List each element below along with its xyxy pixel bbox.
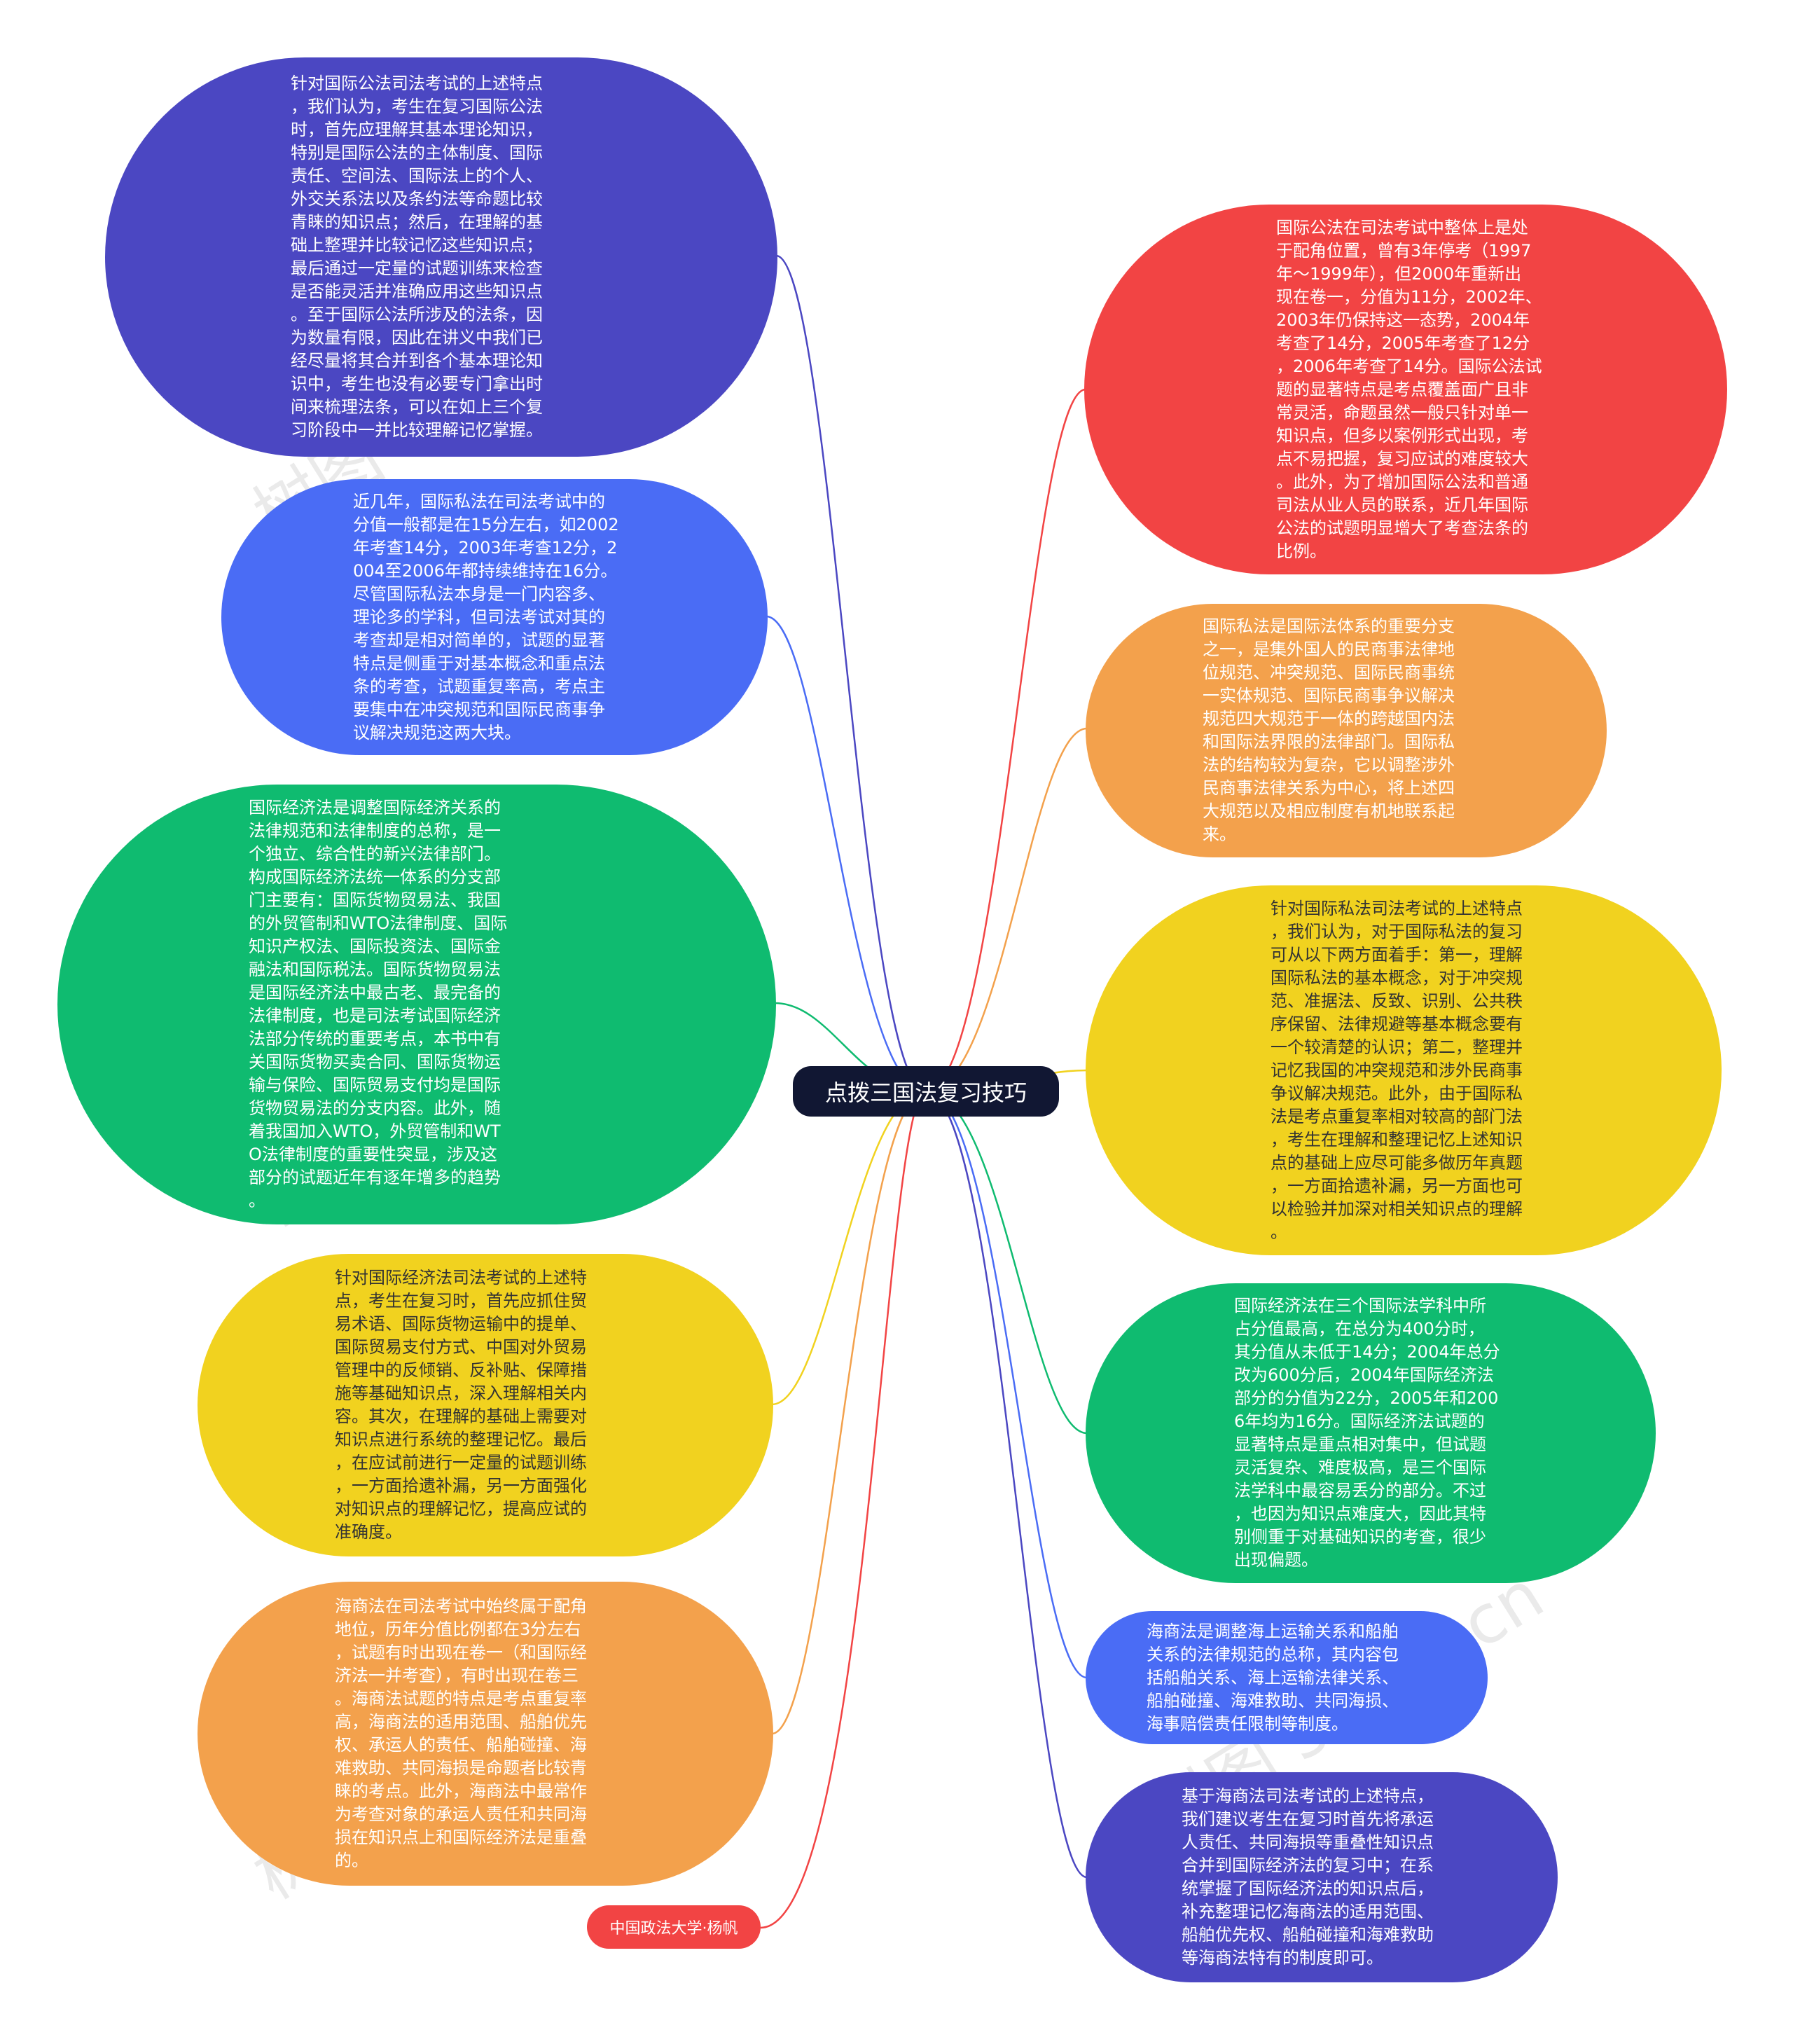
topic-node-maritime-law-exam-stats[interactable]: 海商法在司法考试中始终属于配角 地位，历年分值比例都在3分左右 ，试题有时出现在… — [198, 1582, 773, 1886]
connector-L1 — [775, 254, 927, 1093]
topic-node-economic-law-study-method[interactable]: 针对国际经济法司法考试的上述特 点，考生在复习时，首先应抓住贸 易术语、国际货物… — [198, 1254, 773, 1556]
topic-node-text: 海商法是调整海上运输关系和船舶 关系的法律规范的总称，其内容包 括船舶关系、海上… — [1147, 1621, 1399, 1734]
author-tag-label: 中国政法大学·杨帆 — [609, 1920, 738, 1938]
topic-node-text: 国际经济法是调整国际经济关系的 法律规范和法律制度的总称，是一 个独立、综合性的… — [249, 798, 508, 1210]
topic-node-economic-law-overview[interactable]: 国际经济法是调整国际经济关系的 法律规范和法律制度的总称，是一 个独立、综合性的… — [57, 785, 776, 1224]
topic-node-text: 针对国际私法司法考试的上述特点 ，我们认为，对于国际私法的复习 可从以下两方面着… — [1271, 898, 1523, 1242]
connector-R1 — [925, 388, 1086, 1093]
topic-node-maritime-law-overview[interactable]: 海商法是调整海上运输关系和船舶 关系的法律规范的总称，其内容包 括船舶关系、海上… — [1086, 1611, 1488, 1744]
connector-author-tag — [760, 1090, 927, 1929]
topic-node-maritime-law-study-method[interactable]: 基于海商法司法考试的上述特点， 我们建议考生在复习时首先将承运 人责任、共同海损… — [1086, 1772, 1558, 1982]
connector-L4 — [771, 1090, 927, 1406]
topic-node-text: 国际私法是国际法体系的重要分支 之一，是集外国人的民商事法律地 位规范、冲突规范… — [1203, 616, 1455, 844]
topic-node-public-law-study-method[interactable]: 针对国际公法司法考试的上述特点 ，我们认为，考生在复习国际公法 时，首先应理解其… — [105, 57, 777, 457]
connector-R5 — [925, 1090, 1088, 1679]
topic-node-text: 基于海商法司法考试的上述特点， 我们建议考生在复习时首先将承运 人责任、共同海损… — [1182, 1786, 1434, 1968]
connector-L5 — [771, 1090, 927, 1735]
topic-node-text: 国际经济法在三个国际法学科中所 占分值最高，在总分为400分时， 其分值从未低于… — [1234, 1296, 1500, 1570]
topic-node-text: 海商法在司法考试中始终属于配角 地位，历年分值比例都在3分左右 ，试题有时出现在… — [335, 1596, 587, 1870]
topic-node-economic-law-exam-stats[interactable]: 国际经济法在三个国际法学科中所 占分值最高，在总分为400分时， 其分值从未低于… — [1086, 1283, 1656, 1583]
topic-node-text: 近几年，国际私法在司法考试中的 分值一般都是在15分左右，如2002 年考查14… — [353, 491, 619, 743]
topic-node-private-law-exam-stats[interactable]: 近几年，国际私法在司法考试中的 分值一般都是在15分左右，如2002 年考查14… — [221, 479, 768, 755]
topic-node-public-law-exam-stats[interactable]: 国际公法在司法考试中整体上是处 于配角位置，曾有3年停考（1997 年～1999… — [1084, 205, 1727, 574]
topic-node-text: 针对国际公法司法考试的上述特点 ，我们认为，考生在复习国际公法 时，首先应理解其… — [291, 74, 543, 440]
connector-R6 — [925, 1090, 1088, 1879]
topic-node-text: 国际公法在司法考试中整体上是处 于配角位置，曾有3年停考（1997 年～1999… — [1276, 217, 1542, 561]
central-topic-label: 点拨三国法复习技巧 — [824, 1079, 1027, 1106]
connector-L2 — [766, 615, 927, 1093]
topic-node-private-law-overview[interactable]: 国际私法是国际法体系的重要分支 之一，是集外国人的民商事法律地 位规范、冲突规范… — [1086, 604, 1607, 857]
topic-node-private-law-study-method[interactable]: 针对国际私法司法考试的上述特点 ，我们认为，对于国际私法的复习 可从以下两方面着… — [1086, 885, 1722, 1255]
central-topic[interactable]: 点拨三国法复习技巧 — [793, 1066, 1059, 1117]
author-tag[interactable]: 中国政法大学·杨帆 — [587, 1905, 761, 1949]
connector-R4 — [925, 1090, 1088, 1435]
topic-node-text: 针对国际经济法司法考试的上述特 点，考生在复习时，首先应抓住贸 易术语、国际货物… — [335, 1268, 587, 1542]
